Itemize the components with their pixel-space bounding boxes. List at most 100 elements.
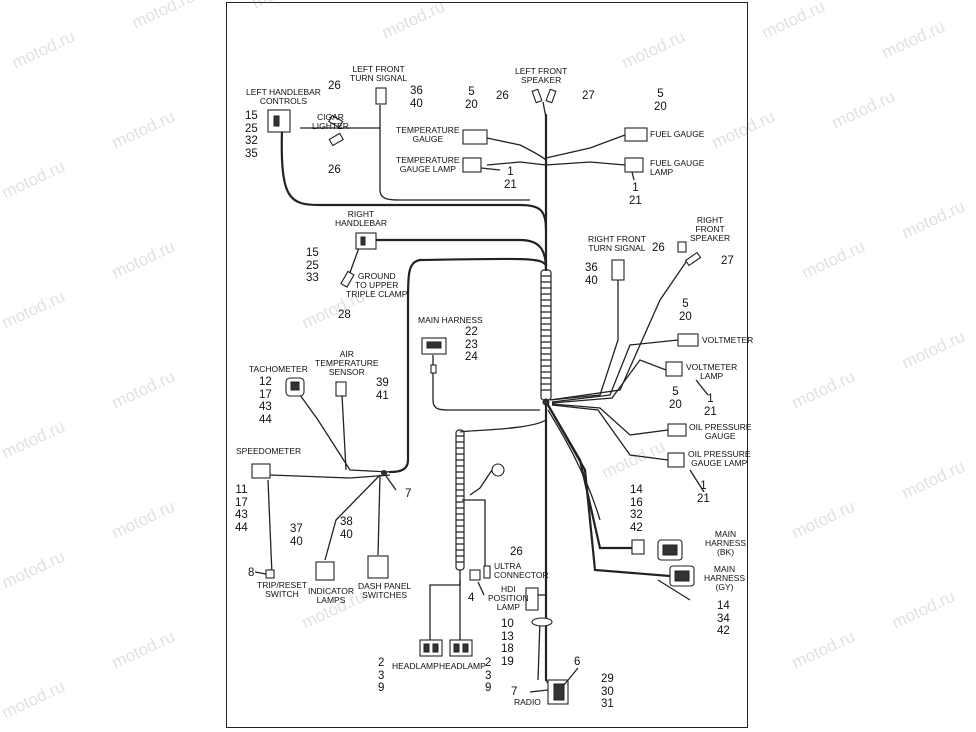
connector-right-speaker <box>677 241 687 253</box>
connector-temp-lamp <box>462 157 482 173</box>
nums-fuel-gauge-lamp: 1 21 <box>629 182 642 207</box>
connector-air-temp <box>335 381 347 397</box>
wire-main-bk <box>546 403 642 550</box>
wire-indicator-lamps <box>324 474 381 561</box>
nums-indicator-lamps: 37 40 <box>290 523 303 548</box>
nums-tachometer: 12 17 43 44 <box>259 376 272 426</box>
wire-tachometer <box>299 394 391 473</box>
label-tachometer: TACHOMETER <box>249 364 308 374</box>
wire-left-turn-signal <box>379 105 530 201</box>
leader-7-lower <box>529 689 549 693</box>
wire-voltmeter-lamp <box>551 359 667 404</box>
nums-headlamp-left: 2 3 9 <box>378 657 385 694</box>
label-temperature-gauge: TEMPERATURE GAUGE <box>396 125 460 144</box>
wire-main-gy <box>546 403 672 578</box>
connector-speaker-r <box>545 88 557 104</box>
nums-voltmeter: 5 20 <box>679 298 692 323</box>
connector-right-turn <box>611 259 625 281</box>
label-right-front-speaker: RIGHT FRONT SPEAKER <box>690 215 731 243</box>
wire-trip-reset <box>267 479 273 576</box>
wire-left-speaker <box>542 101 547 119</box>
connector-fuel-gauge <box>624 127 648 142</box>
clip-detail <box>491 463 505 477</box>
num-trip-reset: 8 <box>248 567 255 579</box>
label-temperature-gauge-lamp: TEMPERATURE GAUGE LAMP <box>396 155 460 174</box>
num-right-speaker-l: 26 <box>652 242 665 254</box>
num-ultra-top: 26 <box>510 546 523 558</box>
nums-headlamp-right: 2 3 9 <box>485 657 492 694</box>
nums-main-harness: 22 23 24 <box>465 326 478 363</box>
leader-7-upper <box>385 475 397 491</box>
label-indicator-lamps: INDICATOR LAMPS <box>308 586 354 605</box>
wire-ultra <box>462 499 486 575</box>
connector-right-handlebar <box>355 232 377 250</box>
connector-voltmeter-lamp <box>665 361 683 377</box>
connector-ground <box>340 270 355 288</box>
connector-trip-reset <box>265 569 275 579</box>
connector-left-turn <box>375 87 387 105</box>
nums-main-harness-gy: 14 34 42 <box>717 600 730 637</box>
nums-hdi-position-lamp: 10 13 18 19 <box>501 618 514 668</box>
nums-oil-pressure-gauge: 5 20 <box>669 386 682 411</box>
leader-fuel-lamp <box>631 171 635 181</box>
label-ultra-connector: ULTRA CONNECTOR <box>494 561 549 580</box>
nums-left-handlebar-controls: 15 25 32 35 <box>245 110 258 160</box>
connector-ultra-b <box>483 565 491 579</box>
label-trip-reset-switch: TRIP/RESET SWITCH <box>257 580 308 599</box>
nums-air-temperature-sensor: 39 41 <box>376 377 389 402</box>
num-ground-clamp: 28 <box>338 309 351 321</box>
label-radio: RADIO <box>514 697 541 707</box>
connector-main-bk-a <box>631 539 645 555</box>
nums-temperature-gauge-lamp: 1 21 <box>504 166 517 191</box>
wire-right-turn-signal <box>549 280 619 401</box>
label-voltmeter: VOLTMETER <box>702 335 754 345</box>
num-radio-top: 6 <box>574 656 581 668</box>
wire-oil-lamp <box>551 404 669 461</box>
connector-headlamp-left <box>419 639 443 657</box>
label-speedometer: SPEEDOMETER <box>236 446 302 456</box>
leader-oil-lamp <box>689 469 705 493</box>
num-ultra-side: 4 <box>468 592 475 604</box>
label-left-handlebar-controls: LEFT HANDLEBAR CONTROLS <box>246 87 321 106</box>
wire-dash-switches <box>377 475 381 556</box>
wire-to-coil <box>459 419 547 433</box>
label-air-temperature-sensor: AIR TEMPERATURE SENSOR <box>315 349 379 377</box>
wire-left-handlebar <box>280 128 548 232</box>
nums-main-harness-bk: 14 16 32 42 <box>630 484 643 534</box>
label-main-harness: MAIN HARNESS <box>418 315 483 325</box>
connector-speedometer <box>251 463 271 479</box>
label-right-front-turn-signal: RIGHT FRONT TURN SIGNAL <box>588 234 646 253</box>
nums-oil-pressure-gauge-lamp: 1 21 <box>697 480 710 505</box>
label-fuel-gauge-lamp: FUEL GAUGE LAMP <box>650 158 705 177</box>
num-left-speaker-l: 26 <box>496 90 509 102</box>
connector-oil-lamp <box>667 452 685 468</box>
label-main-harness-bk: MAIN HARNESS (BK) <box>705 529 747 557</box>
num-splice-7-upper: 7 <box>405 488 412 500</box>
connector-headlamp-right <box>449 639 473 657</box>
label-voltmeter-lamp: VOLTMETER LAMP <box>686 362 738 381</box>
num-cigar-bottom: 26 <box>328 164 341 176</box>
connector-fuel-lamp <box>624 157 644 173</box>
wire-speedometer <box>269 474 391 479</box>
num-right-speaker-r: 27 <box>721 255 734 267</box>
wire-bk-splice <box>547 409 601 521</box>
leader-4 <box>477 581 485 596</box>
connector-ultra-a <box>469 569 481 581</box>
wire-temp-gauge <box>486 137 547 161</box>
leader-volt-lamp <box>695 379 709 396</box>
wire-right-handlebar <box>374 238 548 272</box>
label-cigar-lighter: CIGAR LIGHTER <box>312 112 349 131</box>
connector-cigar-bottom <box>328 132 344 147</box>
nums-dash-panel-switches: 38 40 <box>340 516 353 541</box>
label-left-front-turn-signal: LEFT FRONT TURN SIGNAL <box>350 64 408 83</box>
leader-8 <box>254 571 267 575</box>
conduit-coil-upper <box>540 269 552 401</box>
wire-headlamp-left <box>429 570 461 640</box>
nums-right-handlebar: 15 25 33 <box>306 247 319 284</box>
label-main-harness-gy: MAIN HARNESS (GY) <box>704 564 746 592</box>
num-left-speaker-r: 27 <box>582 90 595 102</box>
leader-gy <box>657 579 691 601</box>
nums-fuel-gauge: 5 20 <box>654 88 667 113</box>
wire-temp-lamp <box>486 161 547 166</box>
